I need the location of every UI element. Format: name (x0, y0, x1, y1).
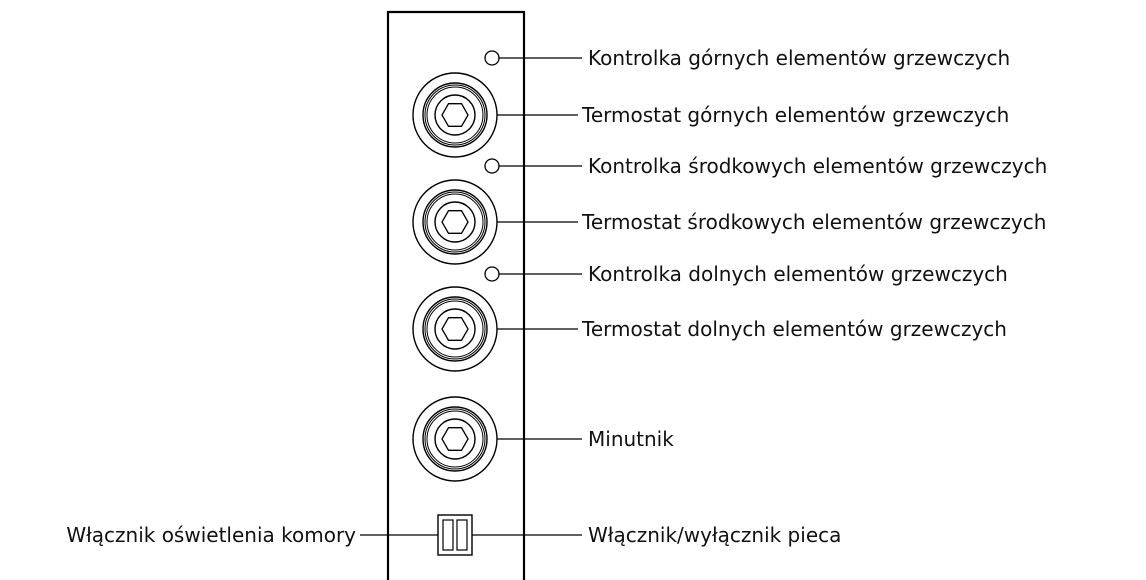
middle-thermostat-knob (412, 179, 498, 265)
middle-indicator-light (484, 158, 500, 174)
upper-thermostat-knob (412, 72, 498, 158)
middle-light-label: Kontrolka środkowych elementów grzewczyc… (588, 154, 1048, 178)
lower-indicator-light (484, 266, 500, 282)
chamber-light-switch-label: Włącznik oświetlenia komory (66, 523, 356, 547)
upper-thermostat-label: Termostat górnych elementów grzewczych (582, 103, 1010, 127)
control-panel-outline (386, 10, 526, 580)
leader-lines (360, 57, 582, 536)
upper-light-label: Kontrolka górnych elementów grzewczych (588, 46, 1011, 70)
lower-thermostat-label: Termostat dolnych elementów grzewczych (582, 317, 1007, 341)
timer-knob (412, 396, 498, 482)
oven-power-switch-label: Włącznik/wyłącznik pieca (588, 523, 842, 547)
middle-thermostat-label: Termostat środkowych elementów grzewczyc… (582, 210, 1047, 234)
lower-thermostat-knob (412, 286, 498, 372)
lower-light-label: Kontrolka dolnych elementów grzewczych (588, 262, 1008, 286)
upper-indicator-light (484, 50, 500, 66)
rocker-switches (437, 514, 473, 556)
timer-label: Minutnik (588, 427, 674, 451)
